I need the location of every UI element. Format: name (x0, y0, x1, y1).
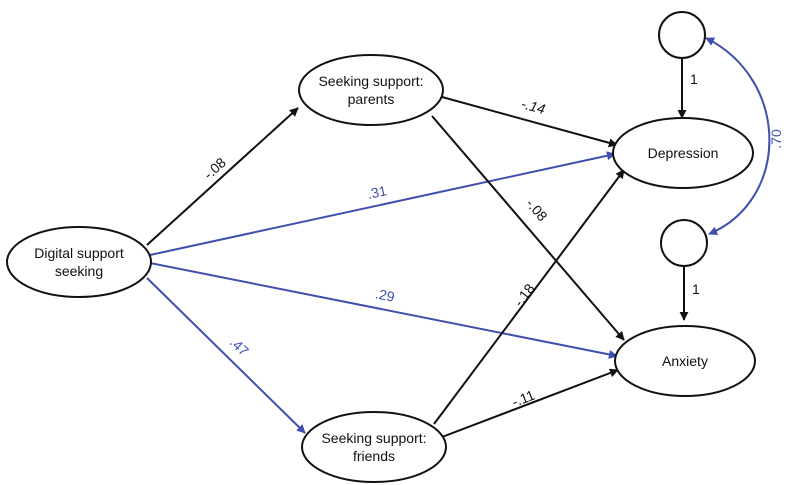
path-friends-to-anxiety (441, 368, 619, 438)
coef-error-to-depression: 1 (690, 71, 698, 87)
coef-parents-to-depression: -.14 (520, 95, 548, 117)
node-label-line1: Digital support (34, 245, 124, 261)
node-label-line1: Seeking support: (321, 430, 426, 446)
coef-friends-to-anxiety: -.11 (510, 387, 537, 410)
coef-digital-to-parents: -.08 (200, 154, 229, 182)
node-label-line2: seeking (55, 263, 103, 279)
node-label-line2: friends (353, 448, 395, 464)
coef-digital-to-depression: .31 (366, 182, 389, 202)
node-seeking-support-friends: Seeking support: friends (301, 411, 447, 483)
error-term-depression (658, 11, 706, 59)
coef-friends-to-depression: -.18 (510, 280, 537, 309)
coef-digital-to-anxiety: .29 (374, 285, 396, 304)
node-seeking-support-parents: Seeking support: parents (298, 54, 444, 126)
node-depression: Depression (612, 117, 754, 189)
node-label: Anxiety (662, 353, 708, 369)
path-parents-to-anxiety (431, 115, 625, 341)
path-error-covariance (705, 37, 771, 236)
path-digital-to-friends (146, 277, 306, 434)
node-digital-support-seeking: Digital support seeking (6, 226, 152, 298)
error-term-anxiety (660, 219, 708, 267)
node-label: Depression (648, 145, 719, 161)
path-digital-to-depression (149, 151, 616, 256)
coef-parents-to-anxiety: -.08 (523, 195, 551, 224)
path-friends-to-depression (433, 169, 625, 425)
coef-digital-to-friends: .47 (227, 334, 252, 359)
path-parents-to-depression (441, 96, 618, 148)
node-label-line2: parents (348, 91, 395, 107)
path-digital-to-anxiety (149, 262, 618, 359)
path-digital-to-parents (146, 107, 299, 246)
coef-error-covariance: .70 (768, 129, 784, 149)
node-anxiety: Anxiety (614, 325, 756, 397)
node-label-line1: Seeking support: (318, 73, 423, 89)
coef-error-to-anxiety: 1 (692, 281, 700, 297)
